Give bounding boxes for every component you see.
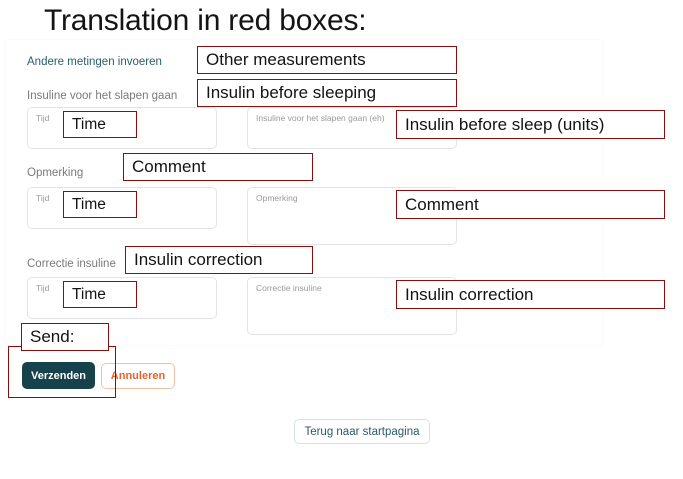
insulin-correction-placeholder: Correctie insuline xyxy=(256,283,322,293)
submit-button[interactable]: Verzenden xyxy=(22,362,95,389)
form-heading-correctie-insuline: Correctie insuline xyxy=(27,258,116,270)
annotation-insulin-correction-field-text: Insulin correction xyxy=(405,284,534,304)
annotation-insulin-before-sleep-units-text: Insulin before sleep (units) xyxy=(405,114,605,134)
cancel-button[interactable]: Annuleren xyxy=(101,363,175,389)
time-input-1-placeholder: Tijd xyxy=(36,113,50,123)
annotation-insulin-before-sleep-units: Insulin before sleep (units) xyxy=(396,110,665,139)
annotation-send-text: Send: xyxy=(30,327,75,346)
back-to-home-button[interactable]: Terug naar startpagina xyxy=(294,419,430,444)
annotation-send: Send: xyxy=(21,323,109,351)
annotation-insulin-correction-field: Insulin correction xyxy=(396,280,665,309)
form-heading-insuline-slapen: Insuline voor het slapen gaan xyxy=(27,90,178,102)
annotation-insulin-before-sleeping: Insulin before sleeping xyxy=(197,79,457,107)
form-heading-opmerking: Opmerking xyxy=(27,167,84,179)
page-title: Translation in red boxes: xyxy=(44,4,367,37)
time-input-3-placeholder: Tijd xyxy=(36,283,50,293)
annotation-insulin-correction-heading: Insulin correction xyxy=(125,246,313,274)
annotation-time-1: Time xyxy=(63,111,137,138)
annotation-time-2: Time xyxy=(63,191,137,218)
annotation-time-3-text: Time xyxy=(72,285,106,303)
annotation-comment-field: Comment xyxy=(396,190,665,219)
annotation-insulin-before-sleeping-text: Insulin before sleeping xyxy=(206,83,377,102)
comment-textarea-placeholder: Opmerking xyxy=(256,193,298,203)
form-heading-andere-metingen: Andere metingen invoeren xyxy=(27,56,162,68)
annotation-other-measurements: Other measurements xyxy=(197,46,457,74)
annotation-insulin-correction-heading-text: Insulin correction xyxy=(134,250,263,269)
annotation-comment-heading-text: Comment xyxy=(132,157,206,176)
insulin-before-sleep-placeholder: Insuline voor het slapen gaan (eh) xyxy=(256,113,385,123)
annotation-time-2-text: Time xyxy=(72,195,106,213)
annotation-other-measurements-text: Other measurements xyxy=(206,50,366,69)
annotation-comment-heading: Comment xyxy=(123,153,313,181)
annotation-comment-field-text: Comment xyxy=(405,194,479,214)
time-input-2-placeholder: Tijd xyxy=(36,193,50,203)
annotation-time-3: Time xyxy=(63,281,137,308)
annotation-time-1-text: Time xyxy=(72,115,106,133)
annotation-send-button-outline xyxy=(8,346,116,398)
